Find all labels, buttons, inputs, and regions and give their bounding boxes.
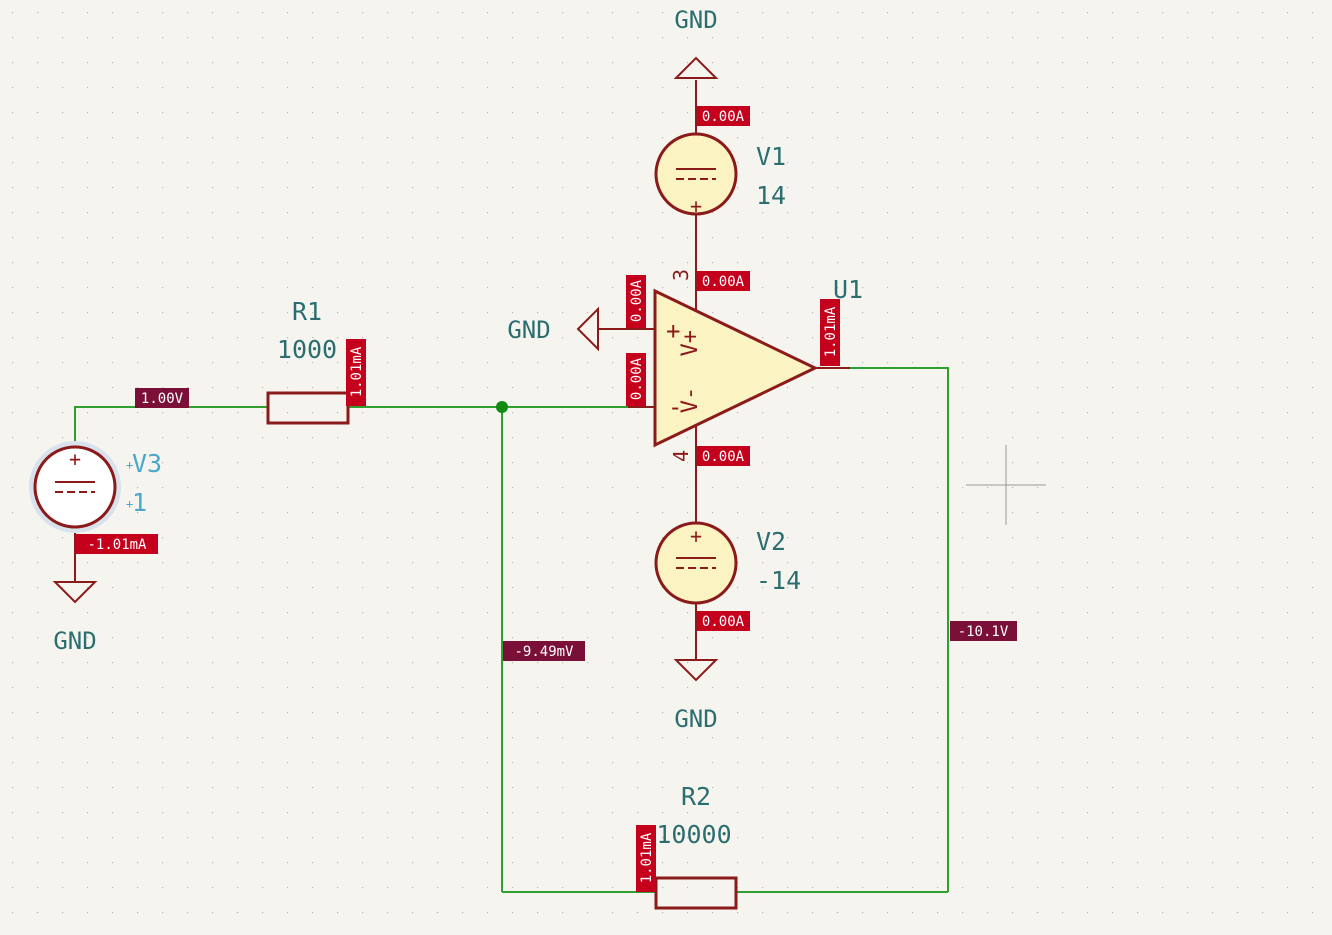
tag-v2-current: 0.00A	[697, 611, 750, 631]
source-v1[interactable]	[654, 132, 738, 216]
tag-input-voltage: 1.00V	[135, 388, 189, 408]
gnd-symbols[interactable]	[52, 56, 719, 682]
svg-text:1.01mA: 1.01mA	[639, 832, 655, 883]
v2-body[interactable]	[654, 521, 738, 605]
gnd-label-top: GND	[674, 6, 717, 34]
u1-vpos-pin-label: V+	[678, 330, 703, 357]
v3-value-anchor-icon: +	[126, 497, 133, 511]
v3-plus-sign: +	[69, 447, 81, 471]
v2-ref: V2	[756, 527, 786, 556]
resistor-r2[interactable]	[654, 876, 738, 910]
wire-output-feedback[interactable]	[815, 367, 949, 892]
tag-output-voltage: -10.1V	[950, 621, 1017, 641]
source-v3[interactable]	[29, 441, 121, 533]
r2-ref: R2	[681, 782, 711, 811]
v3-selection-halo	[29, 441, 121, 533]
r2-value: 10000	[656, 820, 731, 849]
u1-vneg-pin-label: V-	[678, 387, 703, 414]
tag-v3-current: -1.01mA	[76, 534, 158, 554]
svg-text:0.00A: 0.00A	[702, 109, 745, 125]
u1-pin3-number: 3	[669, 269, 693, 281]
r1-value: 1000	[277, 335, 337, 364]
svg-text:1.01mA: 1.01mA	[823, 306, 839, 357]
v1-body[interactable]	[654, 132, 738, 216]
gnd-bottom-symbol	[673, 659, 719, 682]
svg-text:-10.1V: -10.1V	[958, 624, 1009, 640]
tag-u1-plus-current: 0.00A	[626, 275, 646, 328]
v2-plus-sign: +	[690, 524, 702, 548]
gnd-v3-symbol	[52, 581, 98, 604]
pins	[74, 80, 850, 660]
junction-dot	[496, 401, 508, 413]
v3-body[interactable]	[33, 445, 117, 529]
svg-text:0.00A: 0.00A	[629, 357, 645, 400]
u1-plus-input-sign: +	[666, 317, 680, 345]
gnd-label-v3: GND	[53, 627, 96, 655]
svg-text:0.00A: 0.00A	[702, 614, 745, 630]
tag-u1-minus-current: 0.00A	[626, 353, 646, 406]
tag-v1-current: 0.00A	[697, 106, 750, 126]
wires[interactable]	[74, 367, 949, 893]
u1-minus-input-sign: -	[668, 393, 682, 421]
wire-v3-r1[interactable]	[74, 406, 268, 448]
r2-body[interactable]	[654, 876, 738, 910]
tag-r2-current: 1.01mA	[636, 825, 656, 892]
r1-ref: R1	[292, 297, 322, 326]
tag-u1-supply-pos-current: 0.00A	[697, 271, 750, 291]
svg-text:0.00A: 0.00A	[702, 274, 745, 290]
r1-body[interactable]	[266, 391, 350, 425]
tag-u1-supply-neg-current: 0.00A	[697, 446, 750, 466]
v1-ref: V1	[756, 142, 786, 171]
gnd-label-left: GND	[507, 316, 550, 344]
resistor-r1[interactable]	[266, 391, 350, 425]
tag-inverting-voltage: -9.49mV	[503, 641, 585, 661]
gnd-label-bottom: GND	[674, 705, 717, 733]
svg-text:-9.49mV: -9.49mV	[514, 644, 574, 660]
opamp-u1[interactable]	[653, 288, 819, 448]
u1-pin4-number: 4	[669, 450, 693, 462]
v3-value: 1	[132, 488, 147, 517]
gnd-left-symbol	[576, 306, 599, 352]
v3-ref-anchor-icon: +	[126, 458, 133, 472]
svg-text:0.00A: 0.00A	[702, 449, 745, 465]
v1-value: 14	[756, 181, 786, 210]
svg-text:1.00V: 1.00V	[141, 391, 184, 407]
crosshair-cursor-icon	[966, 445, 1046, 525]
source-v2[interactable]	[654, 521, 738, 605]
u1-body[interactable]	[653, 288, 819, 448]
v1-plus-sign: +	[690, 194, 702, 218]
v3-ref: V3	[132, 449, 162, 478]
tag-u1-out-current: 1.01mA	[820, 299, 840, 366]
svg-text:1.01mA: 1.01mA	[349, 346, 365, 397]
tag-r1-current: 1.01mA	[346, 339, 366, 406]
v2-value: -14	[756, 566, 801, 595]
svg-text:0.00A: 0.00A	[629, 279, 645, 322]
svg-text:-1.01mA: -1.01mA	[87, 537, 147, 553]
gnd-top-symbol	[673, 56, 719, 79]
